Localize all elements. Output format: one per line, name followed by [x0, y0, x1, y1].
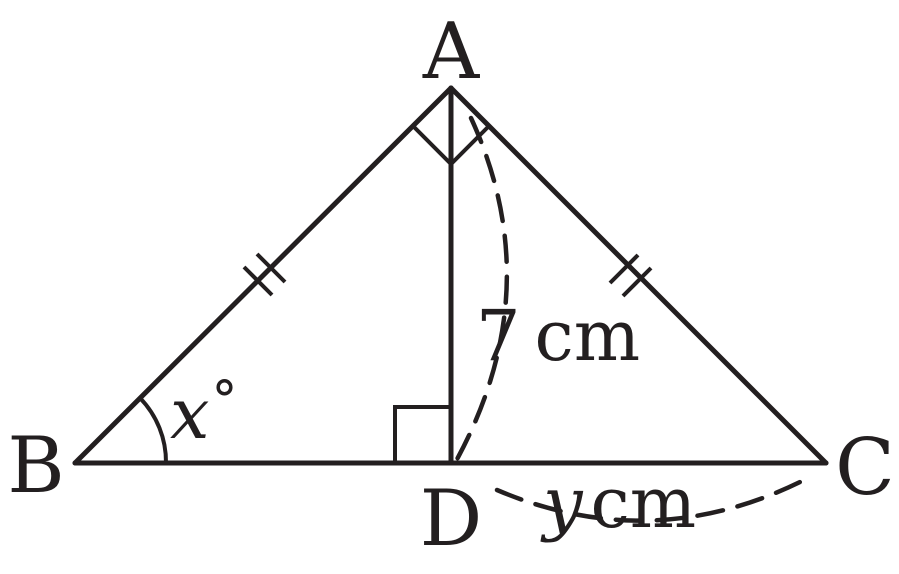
right-angle-mark-a — [411, 124, 491, 167]
segment-variable: y — [540, 462, 584, 544]
segment-unit: cm — [591, 462, 697, 544]
side-ab — [72, 85, 454, 466]
side-ac — [448, 85, 829, 466]
height-dimension-curve — [452, 115, 510, 466]
angle-unit: ° — [211, 371, 237, 431]
height-value: 7 — [476, 295, 521, 377]
angle-label: x° — [170, 371, 237, 455]
vertex-label-d: D — [420, 474, 483, 564]
equal-ticks-ac — [608, 253, 653, 298]
angle-variable: x — [170, 373, 209, 455]
vertex-label-c: C — [835, 423, 895, 513]
vertex-label-a: A — [422, 7, 481, 97]
angle-arc-b — [138, 396, 169, 464]
equal-ticks-ab — [242, 252, 287, 297]
right-angle-mark-d — [393, 405, 451, 463]
height-unit: cm — [535, 295, 641, 377]
segment-dimension-curve — [494, 479, 803, 523]
vertex-label-b: B — [7, 421, 64, 511]
